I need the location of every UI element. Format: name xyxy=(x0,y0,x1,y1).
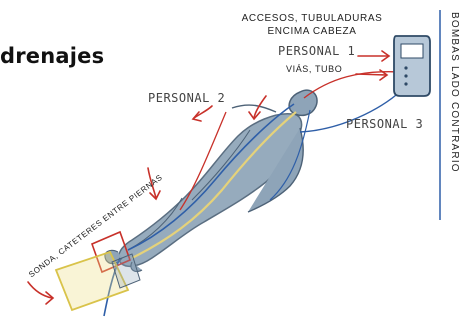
personal-1-label: PERSONAL 1 xyxy=(278,44,355,58)
personal-3-label: PERSONAL 3 xyxy=(346,117,423,131)
tubes xyxy=(104,72,402,316)
arrow-personal2 xyxy=(194,106,212,118)
page-title: drenajes xyxy=(0,44,104,68)
arrow-sonda xyxy=(28,282,52,298)
arrow-to-pump-mid xyxy=(356,74,386,75)
bombas-label: BOMBAS LADO CONTRARIO xyxy=(449,12,460,173)
accesos-label-line1: ACCESOS, TUBULADURAS xyxy=(237,12,387,25)
vias-tubo-label: VIÁS, TUBO xyxy=(286,63,342,76)
personal-2-label: PERSONAL 2 xyxy=(148,91,225,105)
infusion-pump-icon xyxy=(394,36,430,96)
accesos-label: ACCESOS, TUBULADURAS ENCIMA CABEZA xyxy=(237,12,387,38)
accesos-label-line2: ENCIMA CABEZA xyxy=(237,25,387,38)
